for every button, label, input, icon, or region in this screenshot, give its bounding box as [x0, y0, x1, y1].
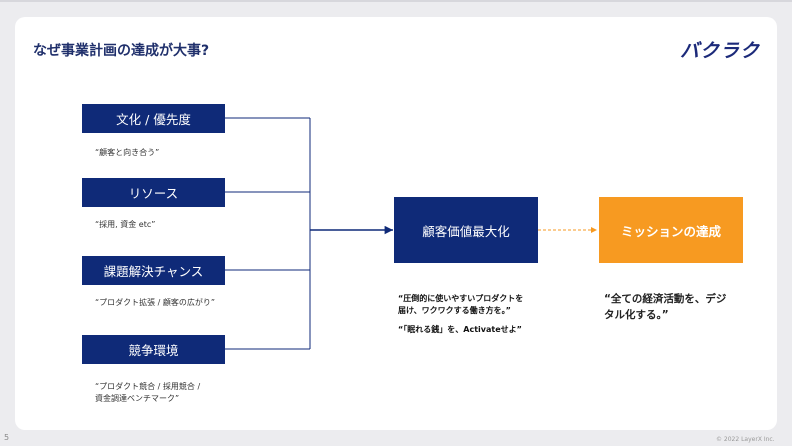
- input-box-resource: リソース: [82, 178, 225, 207]
- goal-box-mission: ミッションの達成: [599, 197, 743, 263]
- center-note-line1: “圧倒的に使いやすいプロダクトを: [398, 294, 524, 303]
- input-desc-competition-line1: “プロダクト競合 / 採用競合 /: [95, 382, 201, 391]
- mission-quote-line2: タル化する。”: [604, 309, 669, 321]
- center-box-customer-value: 顧客価値最大化: [394, 197, 538, 263]
- slide-title: なぜ事業計画の達成が大事?: [33, 43, 210, 59]
- center-note-line3: “「眠れる銭」を、Activateせよ”: [398, 325, 522, 334]
- input-desc-culture: “顧客と向き合う”: [95, 148, 160, 157]
- page-number: 5: [4, 433, 10, 442]
- input-box-competition: 競争環境: [82, 335, 225, 364]
- top-border: [0, 0, 792, 2]
- mission-quote-line1: “全ての経済活動を、デジ: [604, 293, 727, 305]
- input-desc-competition-line2: 資金調達ベンチマーク”: [95, 394, 180, 403]
- input-desc-resource: “採用, 資金 etc”: [95, 220, 156, 229]
- input-box-culture: 文化 / 優先度: [82, 104, 225, 133]
- center-note-line2: 届け、ワクワクする働き方を。”: [398, 306, 511, 315]
- copyright: © 2022 LayerX Inc.: [716, 436, 775, 443]
- input-box-opportunity: 課題解決チャンス: [82, 256, 225, 285]
- logo: バクラク: [680, 40, 761, 62]
- input-desc-opportunity: “プロダクト拡張 / 顧客の広がり”: [95, 298, 216, 307]
